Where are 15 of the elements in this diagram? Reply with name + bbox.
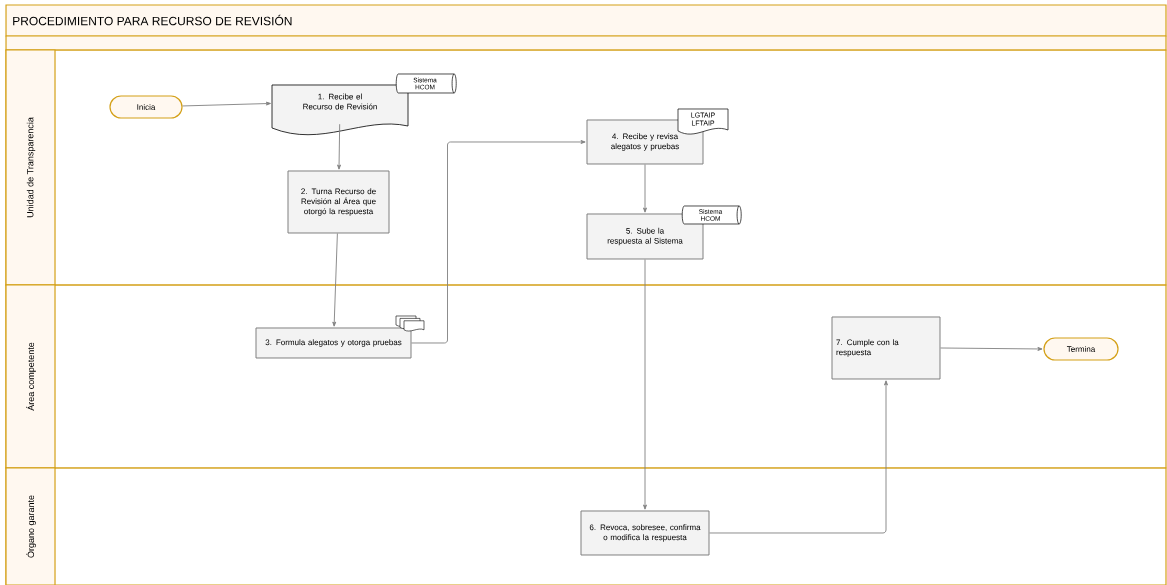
- arrow: [709, 380, 888, 534]
- arrow: [182, 101, 271, 107]
- arrow: [643, 259, 647, 510]
- process-box: 3. Formula alegatos y otorga pruebas: [255, 327, 412, 359]
- arrow: [337, 123, 341, 170]
- process-box: 7. Cumple con la respuesta: [831, 316, 941, 380]
- arrow: [643, 164, 647, 213]
- arrow: [411, 140, 586, 344]
- title: PROCEDIMIENTO PARA RECURSO DE REVISIÓN: [13, 14, 292, 26]
- process-box: 2. Turna Recurso de Revisión al Área que otorgó la respuesta: [287, 170, 390, 234]
- process-box: 6. Revoca, sobresee, confirma o modifica la respuesta: [580, 510, 710, 556]
- arrow: [940, 347, 1043, 351]
- arrow: [332, 233, 338, 327]
- terminator: Termina: [1043, 337, 1119, 361]
- terminator: Inicia: [109, 95, 183, 119]
